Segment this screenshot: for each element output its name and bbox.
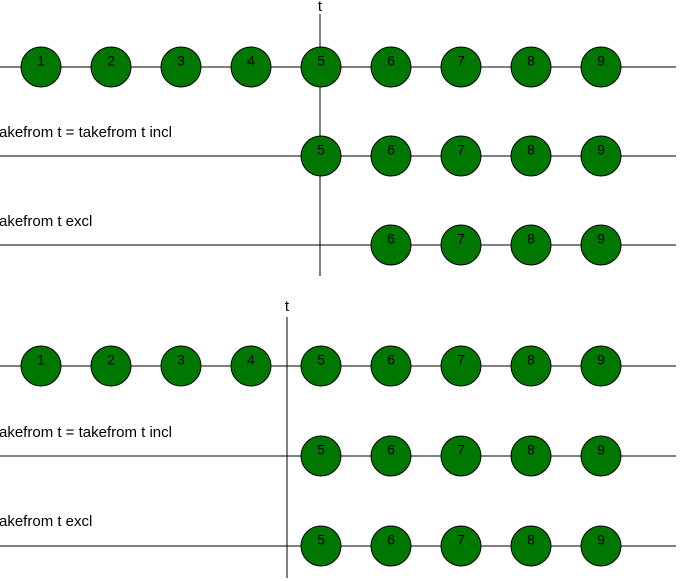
marble-label: 8 <box>527 231 535 247</box>
marble-label: 1 <box>37 352 45 368</box>
marble-7 <box>440 46 482 88</box>
marble-8 <box>510 345 552 387</box>
marble-label: 4 <box>247 352 255 368</box>
marble-label: 5 <box>317 53 325 69</box>
marble-7 <box>440 345 482 387</box>
marble-4 <box>230 345 272 387</box>
marble-9 <box>580 345 622 387</box>
marble-label: 9 <box>597 442 605 458</box>
marble-7 <box>440 435 482 477</box>
marble-label: 6 <box>387 231 395 247</box>
time-marker-label: t <box>285 298 290 315</box>
row-label: akefrom t excl <box>0 213 92 230</box>
marble-6 <box>370 135 412 177</box>
row-label: akefrom t excl <box>0 513 92 530</box>
marble-label: 5 <box>317 352 325 368</box>
marble-label: 9 <box>597 53 605 69</box>
marble-label: 9 <box>597 532 605 548</box>
marble-5 <box>300 525 342 567</box>
marble-label: 7 <box>457 442 465 458</box>
marble-label: 4 <box>247 53 255 69</box>
marble-label: 6 <box>387 53 395 69</box>
marble-label: 1 <box>37 53 45 69</box>
marble-1 <box>20 345 62 387</box>
marble-8 <box>510 435 552 477</box>
marble-label: 7 <box>457 532 465 548</box>
marble-label: 8 <box>527 352 535 368</box>
marble-label: 2 <box>107 352 115 368</box>
marble-8 <box>510 46 552 88</box>
marble-2 <box>90 46 132 88</box>
marble-label: 7 <box>457 142 465 158</box>
marble-7 <box>440 135 482 177</box>
marble-7 <box>440 525 482 567</box>
marble-5 <box>300 46 342 88</box>
marble-label: 7 <box>457 352 465 368</box>
marble-9 <box>580 46 622 88</box>
marble-6 <box>370 525 412 567</box>
marble-label: 9 <box>597 142 605 158</box>
marble-9 <box>580 525 622 567</box>
marble-label: 8 <box>527 442 535 458</box>
marble-6 <box>370 345 412 387</box>
marble-8 <box>510 525 552 567</box>
marble-label: 6 <box>387 352 395 368</box>
marble-label: 6 <box>387 442 395 458</box>
marble-9 <box>580 224 622 266</box>
marble-label: 9 <box>597 231 605 247</box>
panel-2: t 1 2 3 4 5 6 7 8 9 akefrom t = takefrom t incl 5 6 7… <box>0 298 676 578</box>
marble-label: 2 <box>107 53 115 69</box>
marble-label: 5 <box>317 442 325 458</box>
marble-label: 7 <box>457 53 465 69</box>
marble-3 <box>160 345 202 387</box>
marble-label: 6 <box>387 532 395 548</box>
marble-7 <box>440 224 482 266</box>
marble-5 <box>300 345 342 387</box>
marble-2 <box>90 345 132 387</box>
marble-3 <box>160 46 202 88</box>
marble-6 <box>370 435 412 477</box>
time-marker-label: t <box>318 0 323 15</box>
marble-5 <box>300 435 342 477</box>
marble-9 <box>580 135 622 177</box>
marble-6 <box>370 46 412 88</box>
marble-label: 3 <box>177 352 185 368</box>
marble-label: 8 <box>527 532 535 548</box>
marble-4 <box>230 46 272 88</box>
marble-label: 8 <box>527 53 535 69</box>
marble-label: 5 <box>317 532 325 548</box>
row-label: akefrom t = takefrom t incl <box>0 124 172 141</box>
marble-1 <box>20 46 62 88</box>
marble-8 <box>510 224 552 266</box>
marble-5 <box>300 135 342 177</box>
marble-label: 9 <box>597 352 605 368</box>
marble-label: 7 <box>457 231 465 247</box>
marble-8 <box>510 135 552 177</box>
row-label: akefrom t = takefrom t incl <box>0 424 172 441</box>
marble-9 <box>580 435 622 477</box>
marble-label: 8 <box>527 142 535 158</box>
marble-label: 6 <box>387 142 395 158</box>
marble-label: 3 <box>177 53 185 69</box>
panel-1: t 1 2 3 4 5 6 7 8 9 akefrom t = takefrom t incl 5 6 7… <box>0 0 676 276</box>
marble-label: 5 <box>317 142 325 158</box>
marble-6 <box>370 224 412 266</box>
